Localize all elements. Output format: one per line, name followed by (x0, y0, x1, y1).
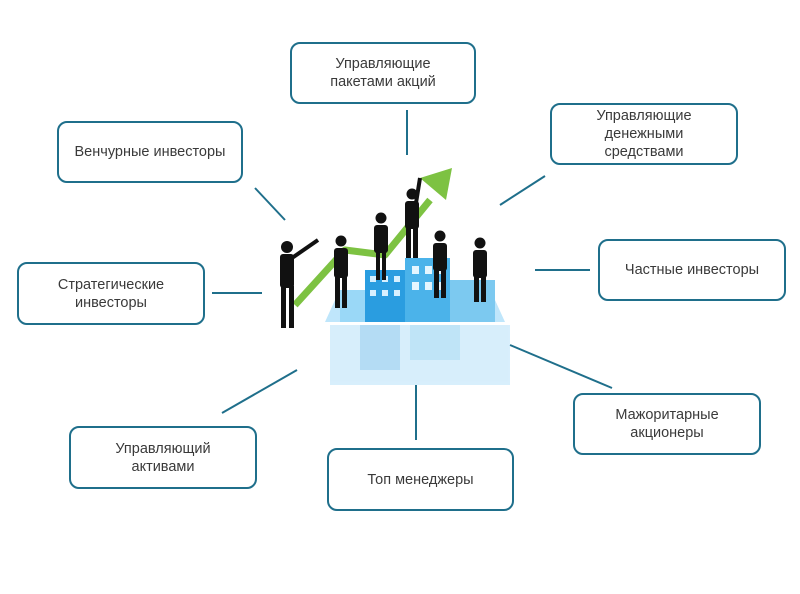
connector-bottom-right (509, 344, 613, 389)
node-label: Топ менеджеры (367, 471, 474, 488)
node-top: Управляющие пакетами акций (290, 42, 476, 104)
connector-top-left (254, 187, 286, 221)
node-label: Управляющий активами (115, 440, 211, 475)
node-top-right: Управляющие денежными средствами (550, 103, 738, 165)
node-bottom: Топ менеджеры (327, 448, 514, 511)
node-bottom-left: Управляющий активами (69, 426, 257, 489)
node-label: Частные инвесторы (624, 262, 760, 278)
node-label: Управляющие денежными средствами (596, 108, 692, 160)
node-label: Стратегические инвесторы (57, 276, 165, 311)
node-label: Мажоритарные акционеры (615, 407, 719, 441)
business-illustration (280, 168, 510, 385)
people-silhouettes (280, 177, 487, 328)
connector-bottom-left (221, 369, 298, 414)
node-right: Частные инвесторы (598, 239, 786, 301)
buildings-reflection (330, 325, 510, 385)
node-left: Стратегические инвесторы (17, 262, 205, 325)
node-label: Управляющие пакетами акций (330, 56, 436, 90)
node-bottom-right: Мажоритарные акционеры (573, 393, 761, 455)
node-label: Венчурные инвесторы (74, 144, 226, 160)
connector-top-right (499, 175, 546, 206)
node-top-left: Венчурные инвесторы (57, 121, 243, 183)
